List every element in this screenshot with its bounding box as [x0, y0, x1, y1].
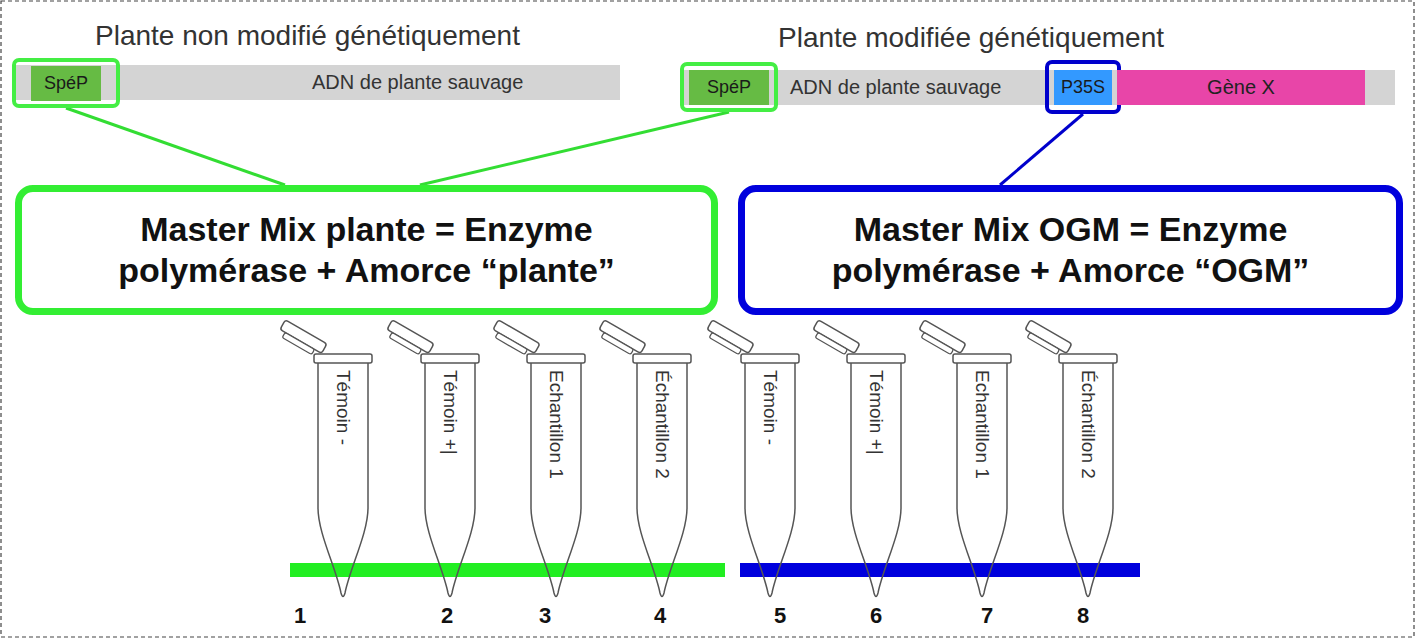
node-text: Echantillon 1: [972, 370, 993, 479]
tube-rim: [421, 354, 479, 363]
callout-number: 6: [870, 603, 882, 629]
pcr-tube: Echantillon 1: [521, 318, 591, 608]
primer-site-box: SpéP: [12, 58, 120, 108]
pcr-tube: Témoin -: [735, 318, 805, 608]
lid-plug: [389, 332, 421, 354]
node-text: Gène X: [1207, 76, 1275, 99]
tube-lid: [916, 320, 966, 359]
tube-body: [957, 363, 1007, 597]
tube-lid: [704, 320, 754, 359]
master-mix-box: Master Mix OGM = Enzyme polymérase + Amo…: [738, 185, 1403, 315]
lid-plug: [495, 332, 527, 354]
pcr-tube: Témoin -: [308, 318, 378, 608]
callout-number: 2: [441, 603, 453, 629]
node-text: P35S: [1054, 70, 1112, 105]
tube-lid: [810, 320, 860, 359]
pcr-tube: Echantillon 1: [947, 318, 1017, 608]
lid-plug: [921, 332, 953, 354]
tube-lid: [277, 320, 327, 359]
group-bar: [290, 563, 725, 577]
pcr-tube: Témoin +|: [841, 318, 911, 608]
tube-outline: [308, 318, 378, 608]
tube-rim: [527, 354, 585, 363]
tube-lid: [1022, 320, 1072, 359]
pcr-tube: Témoin +|: [415, 318, 485, 608]
node-text: Master Mix OGM = Enzyme polymérase + Amo…: [801, 209, 1341, 291]
tube-body: [637, 363, 687, 597]
tube-body: [425, 363, 475, 597]
tube-lid: [596, 320, 646, 359]
tube-outline: [841, 318, 911, 608]
pcr-tube: Échantillon 2: [627, 318, 697, 608]
tube-lid: [490, 320, 540, 359]
heading-text: Plante non modifié génétiquement: [95, 20, 520, 52]
edge-group: [66, 108, 1083, 185]
dna-strand: Plante non modifié génétiquementADN de p…: [12, 20, 624, 102]
node-text: Échantillon 2: [652, 370, 673, 479]
tube-body: [531, 363, 581, 597]
callout-number: 3: [539, 603, 551, 629]
gene-segment: Gène X: [1117, 70, 1365, 105]
node-text: SpéP: [31, 66, 101, 101]
tube-rim: [741, 354, 799, 363]
tube-rim: [314, 354, 372, 363]
lid-plug: [815, 332, 847, 354]
primer-site-box: SpéP: [680, 62, 778, 112]
heading-text: Plante modifiée génétiquement: [778, 22, 1164, 54]
dna-strand: Plante modifiée génétiquementADN de plan…: [678, 22, 1403, 114]
node-text: Échantillon 2: [1078, 370, 1099, 479]
node-text: Témoin +|: [866, 370, 887, 455]
tube-rim: [847, 354, 905, 363]
connector-line: [1000, 114, 1083, 185]
lid-plug: [282, 332, 314, 354]
node-text: ADN de plante sauvage: [312, 65, 523, 100]
tube-body: [745, 363, 795, 597]
pcr-tube: Échantillon 2: [1053, 318, 1123, 608]
connector-line: [420, 112, 729, 185]
connector-line: [66, 108, 285, 185]
callout-number: 7: [981, 603, 993, 629]
tube-outline: [415, 318, 485, 608]
callout-number: 5: [774, 603, 786, 629]
tube-body: [1063, 363, 1113, 597]
callout-number: 8: [1077, 603, 1089, 629]
node-text: Témoin +|: [440, 370, 461, 455]
master-mix-box: Master Mix plante = Enzyme polymérase + …: [15, 185, 718, 315]
node-text: ADN de plante sauvage: [790, 70, 1001, 105]
tube-lid: [384, 320, 434, 359]
lid-plug: [709, 332, 741, 354]
tube-outline: [735, 318, 805, 608]
lid-plug: [1027, 332, 1059, 354]
node-text: SpéP: [689, 70, 769, 105]
tube-rim: [633, 354, 691, 363]
node-text: Témoin -: [760, 370, 781, 445]
promoter-box: P35S: [1045, 60, 1121, 114]
tube-rim: [953, 354, 1011, 363]
lid-plug: [601, 332, 633, 354]
callout-number: 1: [294, 603, 306, 629]
tube-rim: [1059, 354, 1117, 363]
node-text: Témoin -: [333, 370, 354, 445]
tube-body: [318, 363, 368, 597]
tube-body: [851, 363, 901, 597]
node-text: Master Mix plante = Enzyme polymérase + …: [97, 209, 637, 291]
node-text: Echantillon 1: [546, 370, 567, 479]
callout-number: 4: [654, 603, 666, 629]
